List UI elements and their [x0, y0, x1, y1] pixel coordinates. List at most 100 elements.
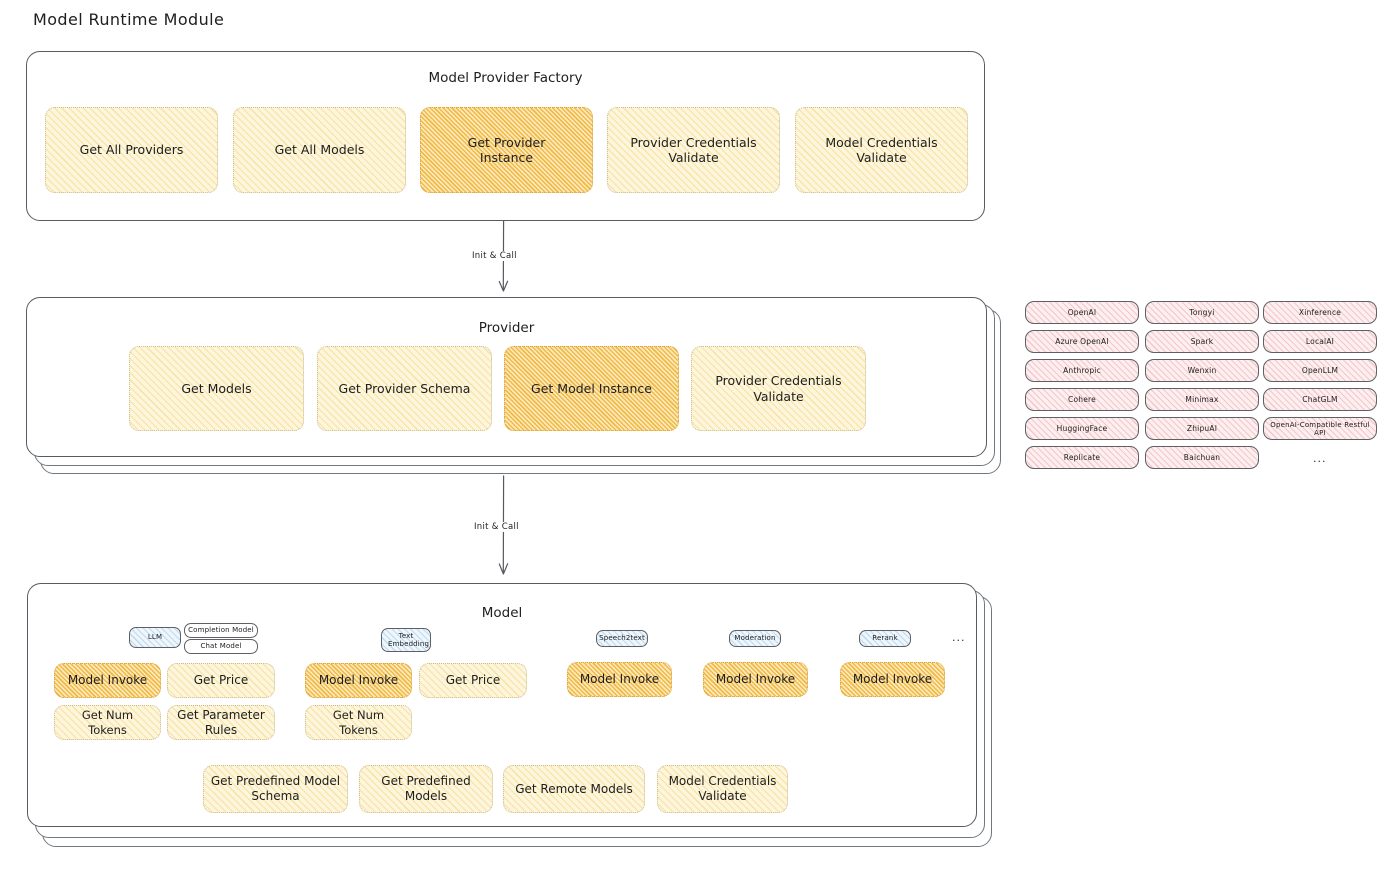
provider-tag-cohere[interactable]: Cohere	[1025, 388, 1139, 411]
node-label: Model Credentials Validate	[668, 774, 777, 803]
provider-tag-xinference[interactable]: Xinference	[1263, 301, 1377, 324]
node-label: Model Credentials Validate	[825, 134, 938, 165]
node-get-models[interactable]: Get Models	[129, 346, 304, 431]
node-label: Get Price	[445, 673, 501, 688]
tag-label: ChatGLM	[1302, 395, 1338, 404]
tag-label: Cohere	[1068, 395, 1096, 404]
tag-label: LocalAI	[1305, 337, 1335, 346]
tag-label: ZhipuAI	[1186, 424, 1218, 433]
node-get-predefined-models[interactable]: Get Predefined Models	[359, 765, 493, 813]
node-label: Provider Credentials Validate	[715, 373, 842, 404]
model-provider-factory-title: Model Provider Factory	[428, 70, 583, 86]
arrow-label-init-call-2: Init & Call	[471, 522, 522, 532]
node-moderation-model-invoke[interactable]: Model Invoke	[703, 662, 808, 697]
node-label: Get Num Tokens	[81, 708, 134, 737]
tag-label: Spark	[1190, 337, 1214, 346]
badge-label: Rerank	[872, 634, 898, 643]
provider-tag-tongyi[interactable]: Tongyi	[1145, 301, 1259, 324]
badge-label: LLM	[147, 633, 163, 642]
provider-tag-anthropic[interactable]: Anthropic	[1025, 359, 1139, 382]
badge-text-embedding[interactable]: Text Embedding	[381, 628, 431, 652]
badge-label: Completion Model	[188, 626, 254, 635]
node-label: Get Num Tokens	[332, 708, 385, 737]
node-text-embedding-get-num-tokens[interactable]: Get Num Tokens	[305, 705, 412, 740]
node-speech2text-model-invoke[interactable]: Model Invoke	[567, 662, 672, 697]
node-llm-get-num-tokens[interactable]: Get Num Tokens	[54, 705, 161, 740]
node-label: Get Predefined Model Schema	[210, 774, 341, 803]
provider-tag-spark[interactable]: Spark	[1145, 330, 1259, 353]
tag-label: OpenAI	[1067, 308, 1097, 317]
node-label: Get Provider Instance	[467, 134, 546, 165]
badge-label: Speech2text	[599, 634, 645, 643]
tag-label: HuggingFace	[1056, 424, 1108, 433]
node-label: Get All Providers	[79, 142, 184, 158]
node-label: Get Predefined Models	[381, 774, 471, 803]
provider-tag-chatglm[interactable]: ChatGLM	[1263, 388, 1377, 411]
provider-tag-openai[interactable]: OpenAI	[1025, 301, 1139, 324]
node-provider-credentials-validate-factory[interactable]: Provider Credentials Validate	[607, 107, 780, 193]
provider-tag-azure-openai[interactable]: Azure OpenAI	[1025, 330, 1139, 353]
tag-label: Replicate	[1063, 453, 1101, 462]
tag-label: OpenAI-Compatible Restful API	[1270, 420, 1370, 437]
tag-label: Azure OpenAI	[1055, 337, 1109, 346]
provider-tag-replicate[interactable]: Replicate	[1025, 446, 1139, 469]
node-llm-get-price[interactable]: Get Price	[167, 663, 275, 698]
provider-tag-openllm[interactable]: OpenLLM	[1263, 359, 1377, 382]
node-label: Get Models	[181, 380, 252, 396]
node-label: Model Invoke	[852, 672, 933, 687]
node-get-all-models[interactable]: Get All Models	[233, 107, 406, 193]
node-label: Get Model Instance	[531, 380, 652, 396]
provider-tag-localai[interactable]: LocalAI	[1263, 330, 1377, 353]
node-text-embedding-model-invoke[interactable]: Model Invoke	[305, 663, 412, 698]
provider-tag-baichuan[interactable]: Baichuan	[1145, 446, 1259, 469]
node-label: Provider Credentials Validate	[630, 134, 757, 165]
node-label: Get Provider Schema	[338, 380, 471, 396]
node-get-provider-instance[interactable]: Get Provider Instance	[420, 107, 593, 193]
node-llm-model-invoke[interactable]: Model Invoke	[54, 663, 161, 698]
badge-moderation[interactable]: Moderation	[729, 630, 781, 647]
node-get-predefined-model-schema[interactable]: Get Predefined Model Schema	[203, 765, 348, 813]
node-model-credentials-validate[interactable]: Model Credentials Validate	[657, 765, 788, 813]
provider-tag-openai-compatible-restful-api[interactable]: OpenAI-Compatible Restful API	[1263, 417, 1377, 440]
node-get-provider-schema[interactable]: Get Provider Schema	[317, 346, 492, 431]
provider-tag-minimax[interactable]: Minimax	[1145, 388, 1259, 411]
node-label: Model Invoke	[579, 672, 660, 687]
node-label: Model Invoke	[318, 673, 399, 688]
model-title: Model	[481, 605, 523, 621]
tag-label: Anthropic	[1063, 366, 1101, 375]
node-label: Get All Models	[274, 142, 365, 158]
tag-label: Xinference	[1298, 308, 1342, 317]
badge-speech2text[interactable]: Speech2text	[596, 630, 648, 647]
node-get-model-instance[interactable]: Get Model Instance	[504, 346, 679, 431]
tag-label: Wenxin	[1187, 366, 1217, 375]
node-rerank-model-invoke[interactable]: Model Invoke	[840, 662, 945, 697]
badge-completion-model[interactable]: Completion Model	[184, 623, 258, 638]
badge-chat-model[interactable]: Chat Model	[184, 639, 258, 654]
badge-rerank[interactable]: Rerank	[859, 630, 911, 647]
node-label: Model Invoke	[715, 672, 796, 687]
node-model-credentials-validate-factory[interactable]: Model Credentials Validate	[795, 107, 968, 193]
node-label: Model Invoke	[67, 673, 148, 688]
badge-label: Text Embedding	[388, 631, 430, 648]
badge-llm[interactable]: LLM	[129, 627, 181, 648]
node-llm-get-parameter-rules[interactable]: Get Parameter Rules	[167, 705, 275, 740]
node-label: Get Price	[193, 673, 249, 688]
node-get-remote-models[interactable]: Get Remote Models	[503, 765, 645, 813]
provider-title: Provider	[478, 320, 535, 336]
provider-tag-zhipuai[interactable]: ZhipuAI	[1145, 417, 1259, 440]
arrow-label-init-call-1: Init & Call	[469, 251, 520, 261]
tag-label: Minimax	[1185, 395, 1219, 404]
provider-tag-wenxin[interactable]: Wenxin	[1145, 359, 1259, 382]
node-provider-credentials-validate[interactable]: Provider Credentials Validate	[691, 346, 866, 431]
tag-label: Tongyi	[1189, 308, 1215, 317]
provider-tags-more-ellipsis: ...	[1313, 452, 1327, 465]
node-get-all-providers[interactable]: Get All Providers	[45, 107, 218, 193]
node-label: Get Remote Models	[515, 781, 633, 796]
provider-tag-huggingface[interactable]: HuggingFace	[1025, 417, 1139, 440]
model-panel: Model	[27, 583, 977, 827]
node-text-embedding-get-price[interactable]: Get Price	[419, 663, 527, 698]
badge-label: Chat Model	[200, 642, 242, 651]
page-title: Model Runtime Module	[33, 10, 225, 29]
tag-label: Baichuan	[1183, 453, 1221, 462]
tag-label: OpenLLM	[1301, 366, 1339, 375]
